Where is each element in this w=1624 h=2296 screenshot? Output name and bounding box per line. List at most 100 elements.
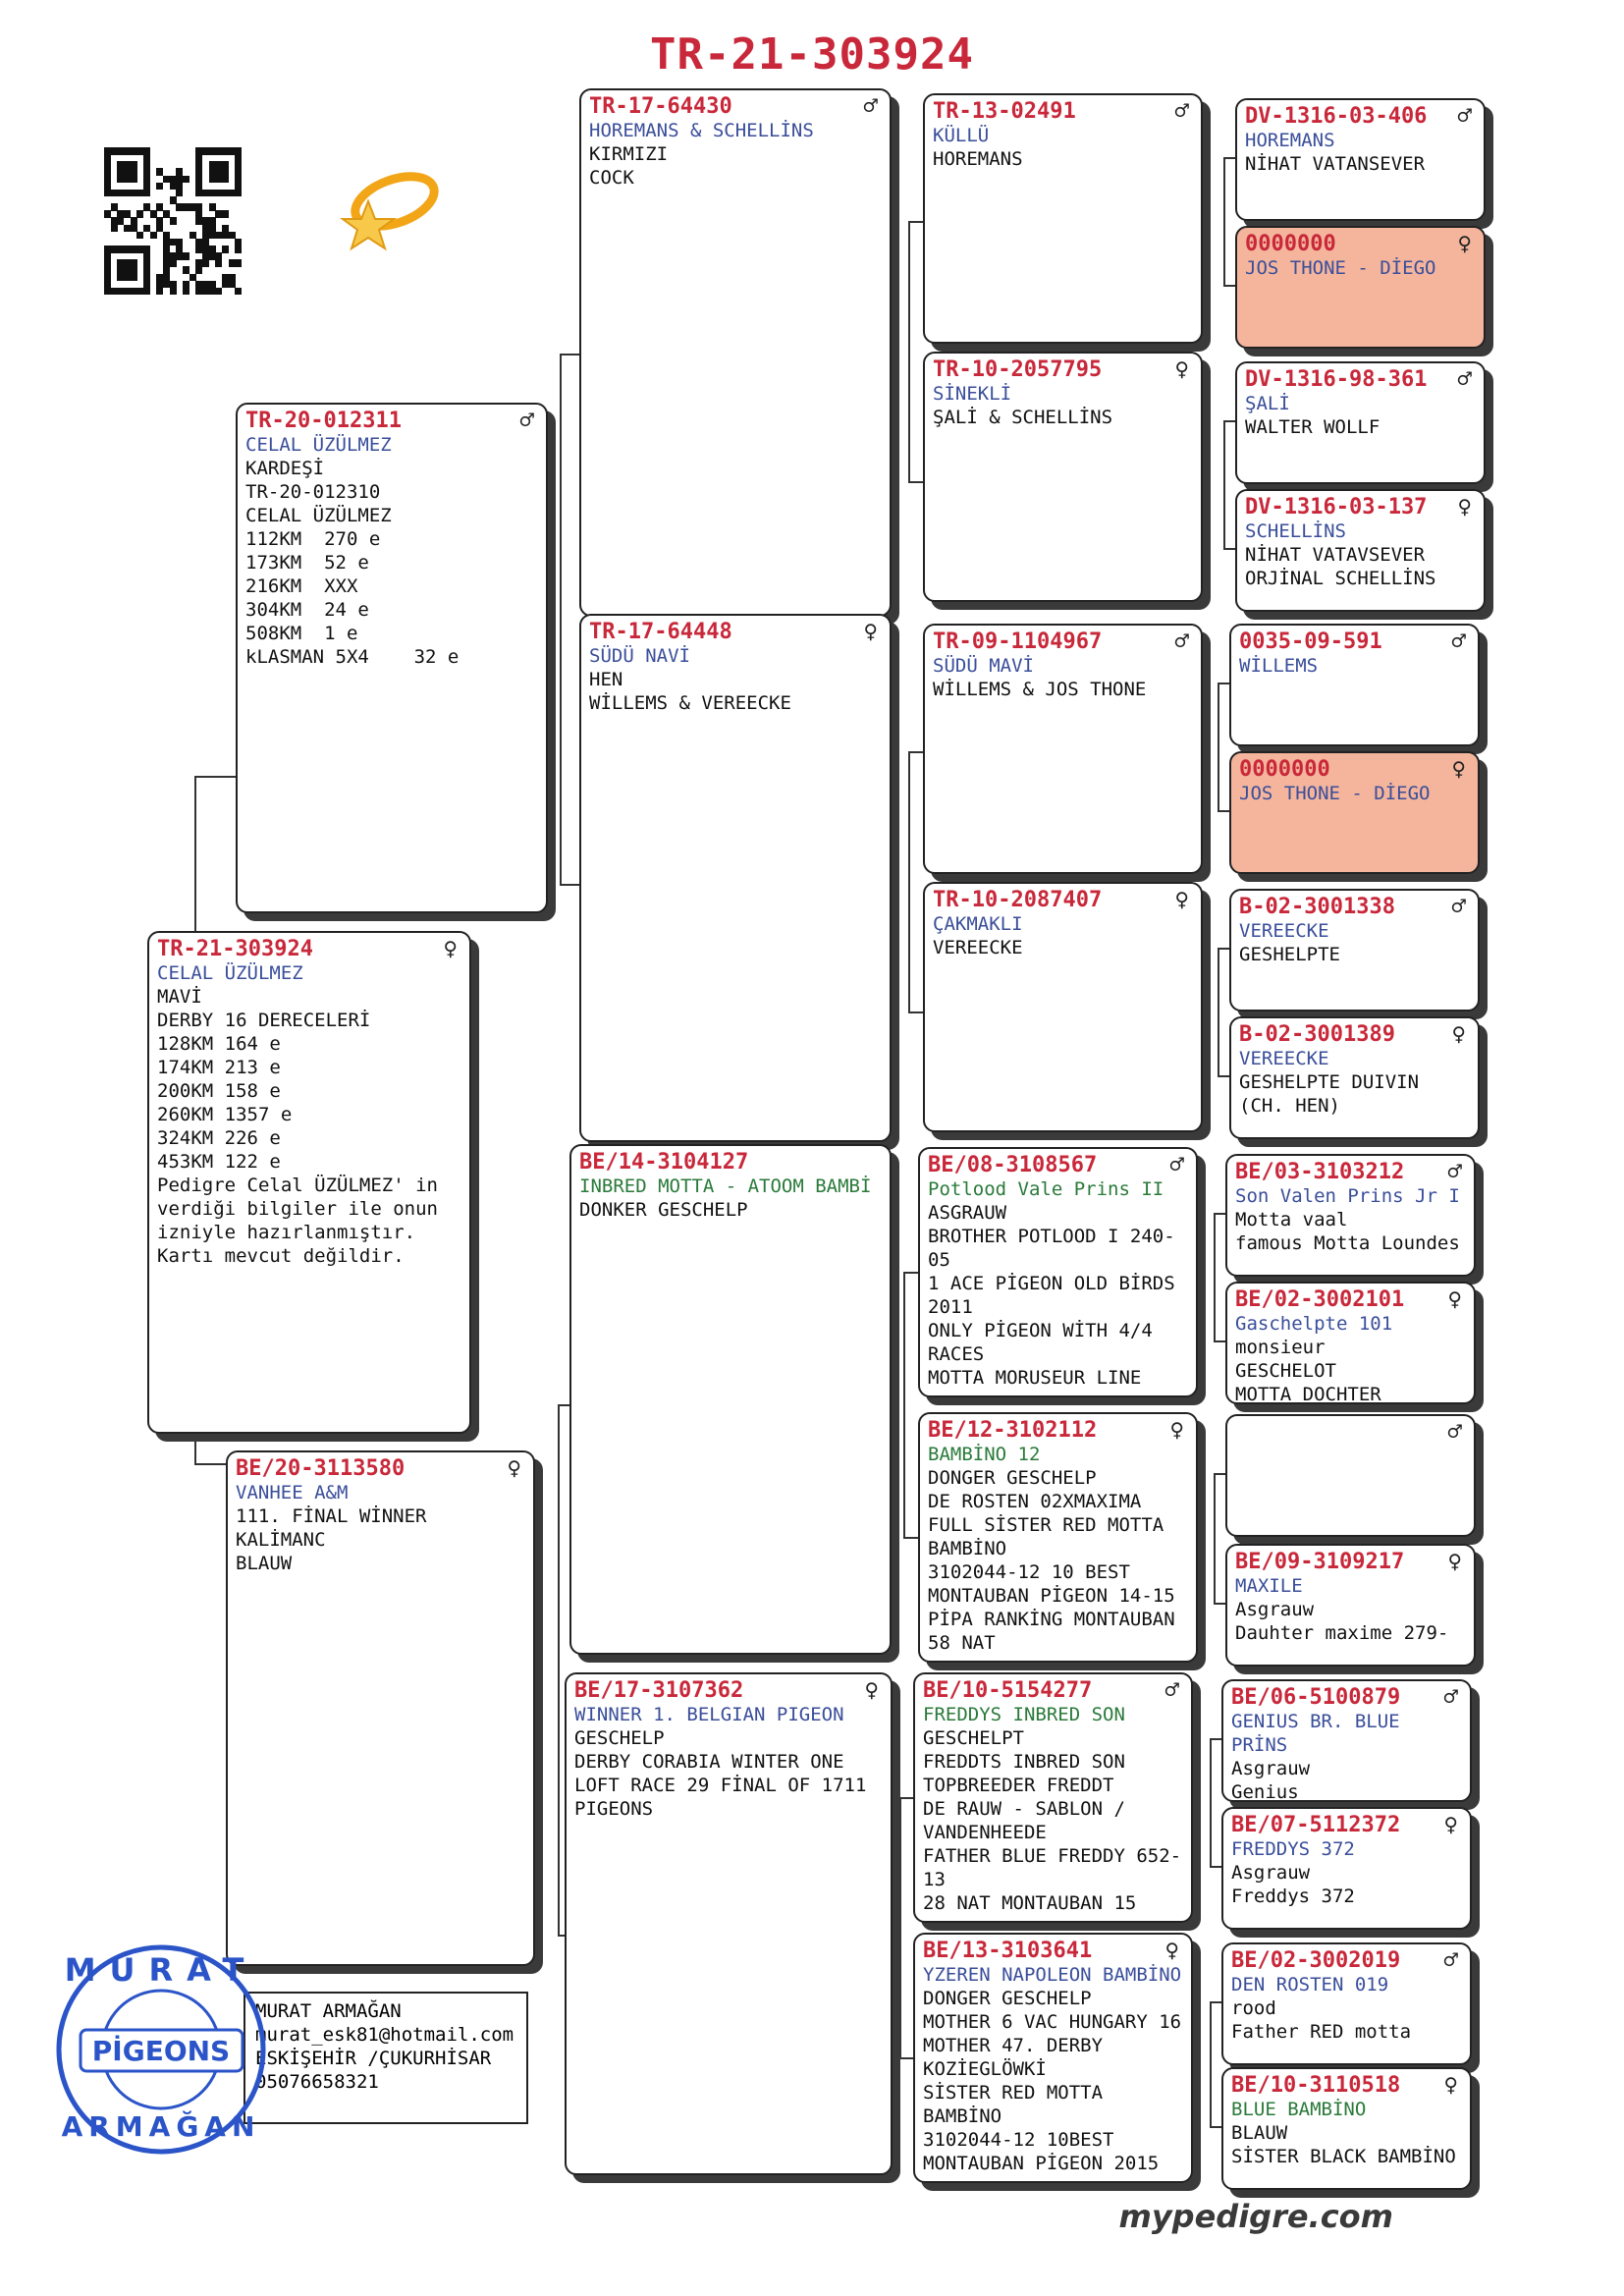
connector-line bbox=[899, 2057, 915, 2059]
info-line: DE ROSTEN 02XMAXIMA FULL SİSTER RED MOTT… bbox=[928, 1491, 1175, 1559]
info-line: Gaschelpte 101 bbox=[1235, 1313, 1393, 1335]
info-line: Motta vaal bbox=[1235, 1209, 1348, 1230]
connector-line bbox=[1210, 1738, 1221, 1740]
info-line: BLAUW bbox=[1231, 2122, 1288, 2144]
ring-number: BE/12-3102112 bbox=[928, 1418, 1098, 1443]
ring-number: BE/07-5112372 bbox=[1231, 1813, 1401, 1837]
connector-line bbox=[908, 1011, 924, 1013]
sex-symbol-icon: ♂ bbox=[1457, 365, 1472, 393]
info-line: SÜDÜ MAVİ bbox=[933, 655, 1034, 677]
ring-number: TR-13-02491 bbox=[933, 99, 1076, 124]
connector-line bbox=[1214, 1473, 1225, 1475]
sex-symbol-icon: ♀ bbox=[1164, 1937, 1179, 1964]
info-line: ŞALİ & SCHELLİNS bbox=[933, 407, 1113, 428]
svg-text:MURAT: MURAT bbox=[65, 1951, 258, 1989]
ring-number: TR-10-2087407 bbox=[933, 888, 1103, 912]
ring-number: 0035-09-591 bbox=[1239, 629, 1382, 654]
connector-line bbox=[560, 354, 562, 884]
connector-line bbox=[1218, 1075, 1229, 1077]
sex-symbol-icon: ♀ bbox=[864, 1676, 879, 1704]
info-line: 128KM 164 e bbox=[157, 1033, 281, 1055]
ring-number: BE/10-3110518 bbox=[1231, 2073, 1401, 2098]
ring-number: DV-1316-03-406 bbox=[1245, 104, 1428, 129]
info-line: FREDDYS INBRED SON bbox=[923, 1704, 1125, 1725]
connector-line bbox=[1223, 548, 1235, 550]
connector-line bbox=[903, 1272, 905, 1537]
info-line: 453KM 122 e bbox=[157, 1151, 281, 1173]
info-line: Son Valen Prins Jr I bbox=[1235, 1185, 1460, 1207]
info-line: 216KM XXX bbox=[245, 575, 358, 597]
info-line: CELAL ÜZÜLMEZ bbox=[245, 434, 392, 456]
connector-line bbox=[899, 1797, 901, 2057]
ring-number: DV-1316-03-137 bbox=[1245, 495, 1428, 519]
connector-line bbox=[908, 751, 924, 753]
info-line: GESCHELPT bbox=[923, 1727, 1024, 1749]
sex-symbol-icon: ♂ bbox=[1164, 1676, 1179, 1704]
sex-symbol-icon: ♀ bbox=[443, 935, 458, 962]
info-line: YZEREN NAPOLEON BAMBİNO bbox=[923, 1964, 1182, 1986]
info-line: CELAL ÜZÜLMEZ bbox=[245, 505, 392, 526]
ring-number: TR-10-2057795 bbox=[933, 357, 1103, 382]
sex-symbol-icon: ♂ bbox=[1457, 102, 1472, 130]
info-line: HOREMANS & SCHELLİNS bbox=[589, 120, 814, 141]
sex-symbol-icon: ♂ bbox=[1443, 1946, 1458, 1974]
ring-number: BE/13-3103641 bbox=[923, 1939, 1093, 1963]
sex-symbol-icon: ♀ bbox=[1457, 230, 1472, 257]
info-line: 3102044-12 10BEST MONTAUBAN PİGEON 2015 bbox=[923, 2129, 1160, 2174]
contact-email: murat_esk81@hotmail.com bbox=[255, 2024, 514, 2046]
sex-symbol-icon: ♂ bbox=[1174, 628, 1189, 655]
ring-number: TR-17-64448 bbox=[589, 620, 732, 644]
connector-line bbox=[1210, 1866, 1221, 1868]
info-line: BROTHER POTLOOD I 240-05 bbox=[928, 1226, 1175, 1271]
footer-brand: mypedigre.com bbox=[1118, 2198, 1393, 2235]
connector-line bbox=[899, 1797, 915, 1799]
ring-number: DV-1316-98-361 bbox=[1245, 367, 1428, 392]
info-line: MOTHER 6 VAC HUNGARY 16 MOTHER 47. DERBY… bbox=[923, 2011, 1193, 2080]
ring-number: BE/09-3109217 bbox=[1235, 1550, 1405, 1574]
info-line: FREDDTS INBRED SON TOPBREEDER FREDDT bbox=[923, 1751, 1137, 1796]
connector-line bbox=[1218, 948, 1219, 1075]
contact-box: MURAT ARMAĞAN murat_esk81@hotmail.com ES… bbox=[244, 1992, 528, 2124]
ring-number: BE/20-3113580 bbox=[236, 1456, 406, 1481]
sex-symbol-icon: ♀ bbox=[1457, 493, 1472, 520]
info-line: GESHELPTE DUIVIN bbox=[1239, 1071, 1420, 1093]
info-line: 111. FİNAL WİNNER KALİMANC bbox=[236, 1505, 438, 1551]
sex-symbol-icon: ♂ bbox=[863, 92, 878, 120]
glowing-star-icon bbox=[339, 172, 439, 251]
ring-number: BE/08-3108567 bbox=[928, 1153, 1098, 1177]
connector-line bbox=[1223, 420, 1225, 548]
info-line: SCHELLİNS bbox=[1245, 520, 1346, 542]
connector-line bbox=[1223, 420, 1235, 422]
ring-number: BE/14-3104127 bbox=[579, 1150, 749, 1175]
info-line: ŞALİ bbox=[1245, 393, 1290, 414]
info-line: rood bbox=[1231, 1997, 1276, 2019]
sex-symbol-icon: ♂ bbox=[1443, 1683, 1458, 1711]
svg-text:ARMAĞAN: ARMAĞAN bbox=[62, 2109, 261, 2143]
info-line: DERBY CORABIA WINTER ONE LOFT RACE 29 Fİ… bbox=[574, 1751, 878, 1820]
connector-line bbox=[1210, 2001, 1221, 2003]
info-line: SİSTER BLACK BAMBİNO bbox=[1231, 2146, 1456, 2167]
sex-symbol-icon: ♀ bbox=[1174, 886, 1189, 913]
info-line: 3102044-12 10 BEST MONTAUBAN PİGEON 14-1… bbox=[928, 1561, 1187, 1630]
info-line: kLASMAN 5X4 32 e bbox=[245, 646, 460, 668]
connector-line bbox=[560, 354, 581, 355]
pigeon-card-gen5: ♂ bbox=[1225, 1414, 1476, 1537]
info-line: Asgrauw bbox=[1235, 1599, 1315, 1620]
info-line: TR-20-012310 bbox=[245, 481, 381, 503]
info-line: SİSTER RED MOTTA BAMBİNO bbox=[923, 2082, 1114, 2127]
ring-number: TR-20-012311 bbox=[245, 409, 402, 433]
connector-line bbox=[1214, 1603, 1225, 1605]
info-line: 260KM 1357 e bbox=[157, 1104, 293, 1125]
page-title: TR-21-303924 bbox=[650, 29, 974, 80]
